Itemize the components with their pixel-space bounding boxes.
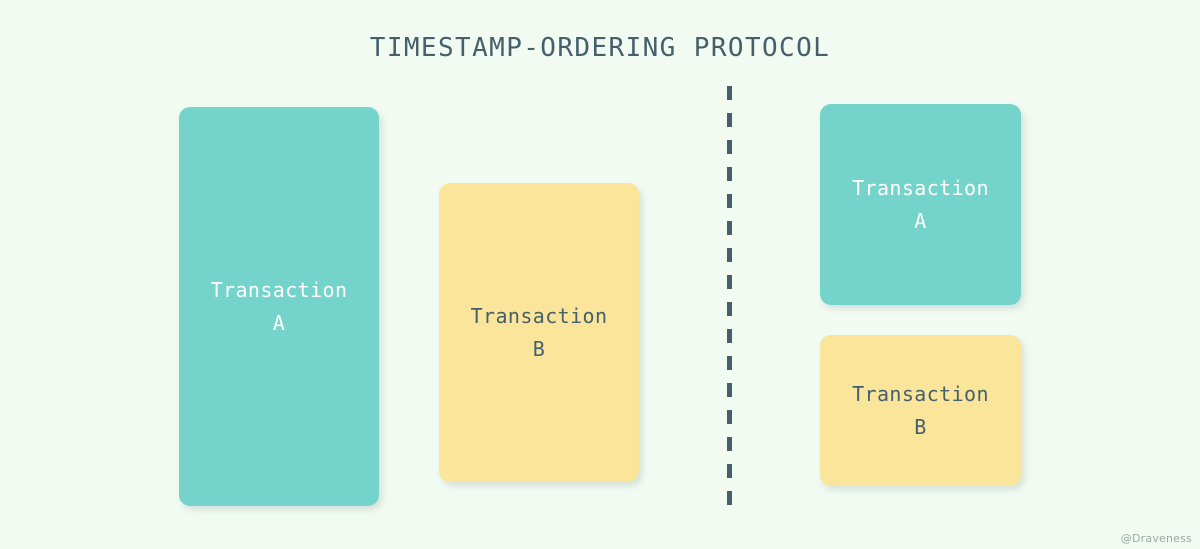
- page-title: TIMESTAMP-ORDERING PROTOCOL: [369, 33, 831, 63]
- left-panel-transaction-b-box: Transaction B: [439, 183, 639, 482]
- vertical-dashed-divider: [727, 86, 732, 510]
- left-panel-transaction-a-box: Transaction A: [179, 107, 379, 506]
- author-watermark: @Draveness: [1120, 532, 1192, 545]
- right-panel-transaction-a-label: Transaction A: [852, 175, 989, 233]
- right-panel-transaction-b-box: Transaction B: [820, 335, 1021, 486]
- right-panel-transaction-a-box: Transaction A: [820, 104, 1021, 305]
- right-panel-transaction-b-label: Transaction B: [852, 381, 989, 439]
- left-panel-transaction-a-label: Transaction A: [210, 277, 348, 335]
- left-panel-transaction-b-label: Transaction B: [470, 303, 608, 361]
